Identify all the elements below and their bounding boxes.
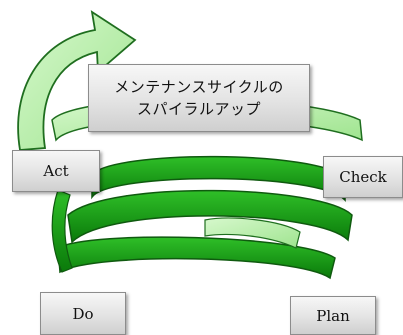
title-line-1: メンテナンスサイクルの (114, 78, 284, 96)
title-line-2: スパイラルアップ (136, 100, 261, 118)
spiral-band-3 (57, 236, 336, 280)
spiral-arrow-up (17, 10, 137, 151)
spiral-band-1 (91, 155, 346, 202)
check-box: Check (323, 156, 403, 198)
plan-box: Plan (290, 296, 376, 335)
do-box: Do (40, 292, 126, 335)
title-box: メンテナンスサイクルの スパイラルアップ (88, 64, 310, 132)
spiral-inner-tip (204, 217, 301, 249)
spiral-band-2 (67, 189, 353, 244)
act-box: Act (12, 150, 100, 192)
spiral-left-edge (51, 189, 73, 273)
